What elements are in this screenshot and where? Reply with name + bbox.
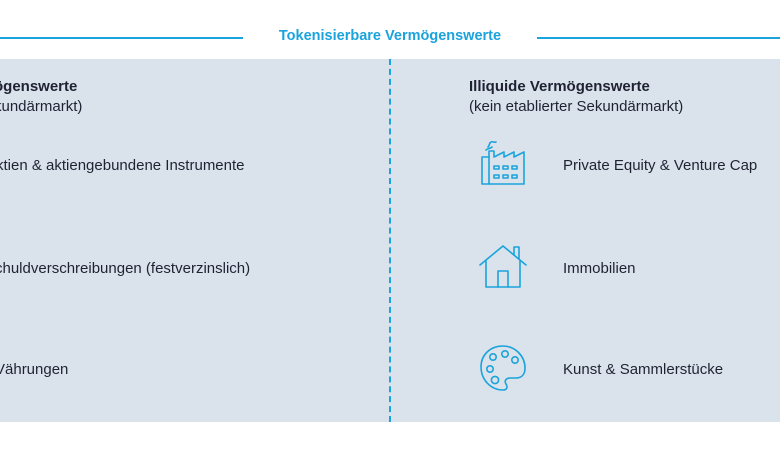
left-heading-title: ögenswerte xyxy=(0,78,78,95)
palette-icon xyxy=(480,345,526,391)
right-column-heading: Illiquide Vermögenswerte (kein etabliert… xyxy=(469,77,683,117)
column-divider xyxy=(389,59,391,422)
factory-icon xyxy=(481,140,525,185)
right-item-private-equity: Private Equity & Venture Cap xyxy=(563,157,758,174)
title-row: Tokenisierbare Vermögenswerte xyxy=(0,22,780,54)
page-title: Tokenisierbare Vermögenswerte xyxy=(278,28,502,44)
title-rule-left xyxy=(0,37,243,39)
title-rule-right xyxy=(537,37,780,39)
right-heading-title: Illiquide Vermögenswerte xyxy=(469,78,650,95)
right-heading-subtitle: (kein etablierter Sekundärmarkt) xyxy=(469,98,684,115)
left-item-bonds: chuldverschreibungen (festverzinslich) xyxy=(0,260,251,277)
house-icon xyxy=(479,245,527,288)
right-item-art-collectibles: Kunst & Sammlerstücke xyxy=(563,361,724,378)
left-heading-subtitle: kundärmarkt) xyxy=(0,98,83,115)
left-item-equities: ktien & aktiengebundene Instrumente xyxy=(0,157,245,174)
left-item-currencies: Vährungen xyxy=(0,361,69,378)
content-panel: ögenswerte kundärmarkt) ktien & aktienge… xyxy=(0,59,780,422)
right-item-real-estate: Immobilien xyxy=(563,260,636,277)
left-column-heading: ögenswerte kundärmarkt) xyxy=(0,77,82,117)
